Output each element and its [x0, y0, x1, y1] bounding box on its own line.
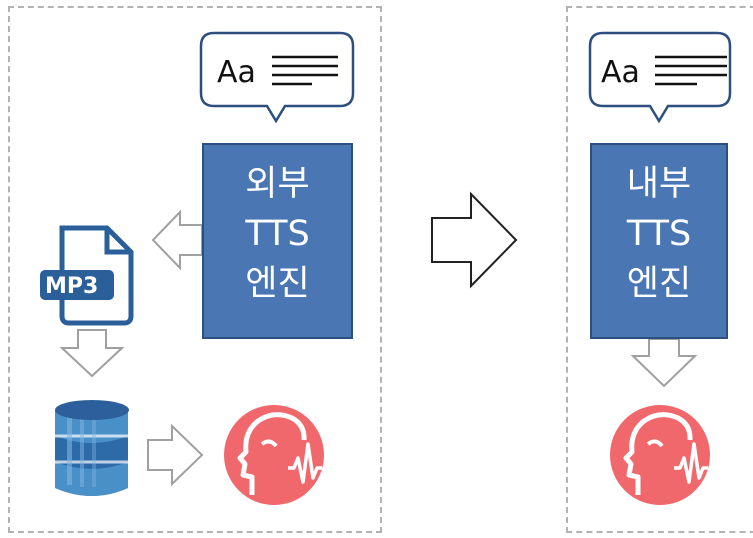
- engine-line-1: 외부: [245, 164, 310, 204]
- engine-line-1: 내부: [626, 164, 692, 204]
- hollow-arrow-icon: [630, 338, 698, 388]
- text-lines-icon: [272, 55, 338, 86]
- engine-line-3: 엔진: [626, 264, 692, 304]
- engine-line-2: TTS: [245, 214, 310, 254]
- hollow-arrow-icon: [147, 423, 204, 487]
- mp3-label: MP3: [45, 274, 98, 299]
- engine-line-2: TTS: [626, 214, 692, 254]
- bubble-text: Aa: [217, 55, 256, 90]
- internal-tts-engine-box: 내부 TTS 엔진: [590, 143, 728, 339]
- bubble-text: Aa: [601, 55, 640, 90]
- hollow-arrow-icon: [59, 329, 125, 378]
- database-icon: [55, 400, 129, 496]
- speaking-head-icon: [610, 405, 710, 505]
- engine-line-3: 엔진: [245, 264, 310, 304]
- mp3-file-icon: MP3: [40, 225, 134, 326]
- speech-bubble-icon: Aa: [588, 31, 732, 124]
- internal-engine-panel: [566, 6, 753, 533]
- text-lines-icon: [655, 55, 727, 86]
- hollow-arrow-icon: [431, 191, 518, 289]
- external-engine-panel: [8, 6, 382, 533]
- hollow-arrow-icon: [151, 209, 203, 271]
- speech-bubble-icon: Aa: [199, 31, 355, 124]
- speaking-head-icon: [224, 405, 324, 505]
- external-tts-engine-box: 외부 TTS 엔진: [202, 143, 353, 339]
